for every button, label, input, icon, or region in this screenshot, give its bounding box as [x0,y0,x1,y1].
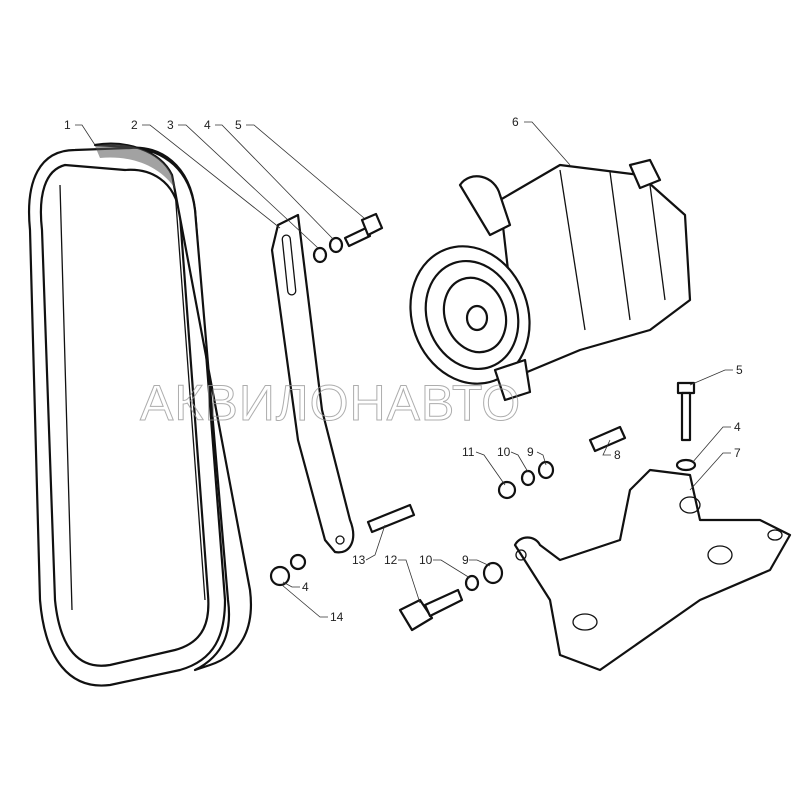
upper-nut-set [497,460,555,500]
callout-13: 13 [352,553,366,567]
callout-7: 7 [734,446,741,460]
callout-14: 14 [330,610,344,624]
alternator [409,158,692,402]
callout-9-lower: 9 [462,553,469,567]
watermark: АКВИЛОНАВТО [140,375,521,431]
callout-1: 1 [64,118,71,132]
callout-4: 4 [204,118,211,132]
callout-5-right: 5 [736,363,743,377]
callout-3: 3 [167,118,174,132]
leader-lines [75,121,733,618]
callout-6: 6 [512,115,519,129]
callout-4-lower: 4 [302,580,309,594]
callout-2: 2 [131,118,138,132]
callout-4-right: 4 [734,420,741,434]
callout-12: 12 [384,553,398,567]
callout-11: 11 [462,445,475,459]
callout-5: 5 [235,118,242,132]
v-belt [28,142,252,687]
mounting-bracket [513,468,792,672]
top-fasteners [312,212,384,264]
lower-bolt-set [398,561,504,632]
right-bolt [675,381,697,472]
stud [588,425,627,453]
callout-10-lower: 10 [419,553,433,567]
callout-8: 8 [614,448,621,462]
callout-10-upper: 10 [497,445,511,459]
lower-nut-set [269,553,307,587]
adjusting-strap [270,213,355,554]
long-stud [366,503,416,534]
callout-labels: 1 2 3 4 5 6 5 4 7 8 9 10 11 13 12 10 9 4… [64,115,743,624]
callout-9-upper: 9 [527,445,534,459]
